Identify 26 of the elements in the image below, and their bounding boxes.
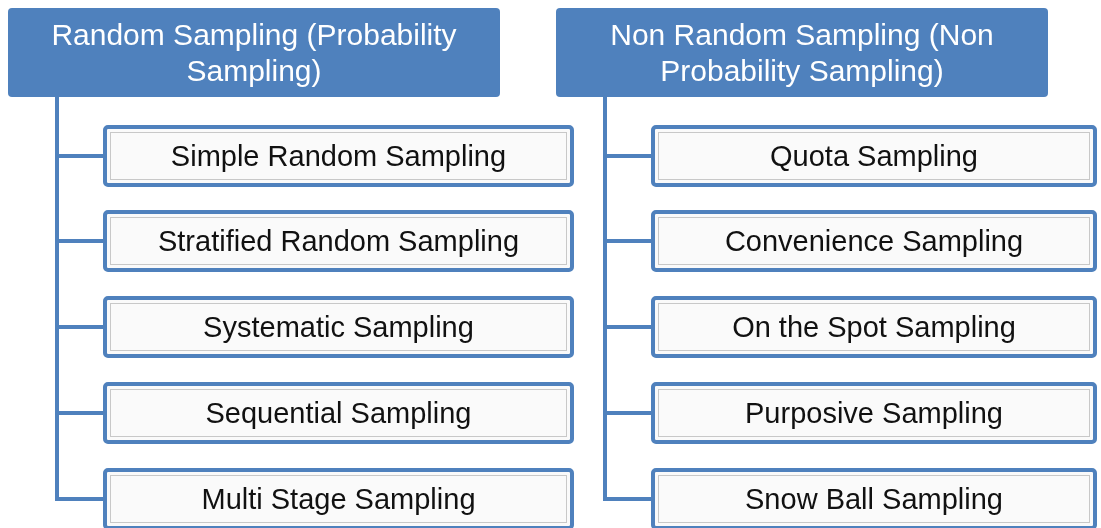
box-label: Multi Stage Sampling (201, 482, 476, 516)
connector-line (55, 97, 103, 501)
box-label: Snow Ball Sampling (745, 482, 1003, 516)
method-box (651, 210, 1097, 272)
box-label: Sequential Sampling (205, 396, 472, 430)
method-box (651, 382, 1097, 444)
category-header (8, 8, 500, 97)
box-label: Random Sampling (Probability Sampling) (50, 16, 458, 89)
connector-line (603, 97, 651, 501)
category-header (556, 8, 1048, 97)
box-label: Systematic Sampling (203, 310, 474, 344)
box-label: On the Spot Sampling (732, 310, 1016, 344)
box-label: Convenience Sampling (724, 224, 1024, 258)
method-box (651, 125, 1097, 187)
box-label: Purposive Sampling (745, 396, 1003, 430)
method-box (103, 296, 574, 358)
box-label: Quota Sampling (770, 139, 978, 173)
method-box (103, 382, 574, 444)
method-box (103, 125, 574, 187)
box-label: Simple Random Sampling (170, 139, 507, 173)
method-box (651, 296, 1097, 358)
method-box (651, 468, 1097, 528)
box-label: Non Random Sampling (Non Probability Sampling) (609, 16, 995, 89)
method-box (103, 210, 574, 272)
method-box (103, 468, 574, 528)
box-label: Stratified Random Sampling (157, 224, 520, 258)
